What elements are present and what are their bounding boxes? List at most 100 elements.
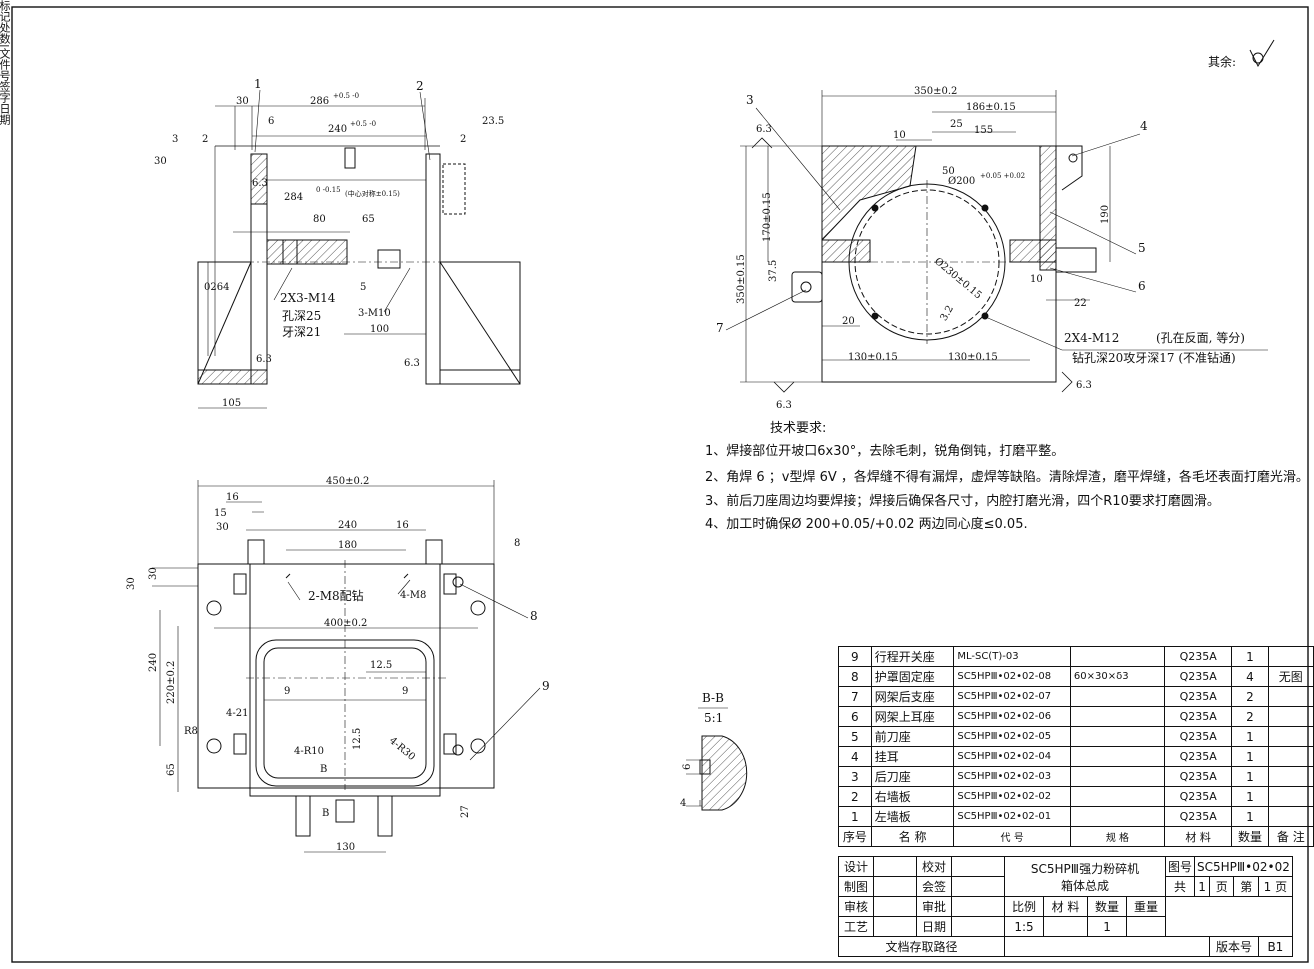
label-title_block-weight_label: 重量 — [1126, 896, 1166, 917]
side-view-dims — [740, 90, 1111, 383]
label-view2-dims-d200: Ø200 — [948, 176, 975, 187]
label-title_block-draw: 制图 — [838, 876, 874, 897]
label-view2-dims-d130b: 130±0.15 — [948, 352, 998, 363]
label-view2-callouts-holeNote2: 钻孔深20攻牙深17 (不准钻通) — [1072, 350, 1236, 365]
bom-cell-code: ML-SC(T)-03 — [953, 646, 1071, 667]
bom-cell-name: 行程开关座 — [870, 646, 955, 667]
bom-cell-code: SC5HPⅢ•02•02-04 — [953, 746, 1071, 767]
label-view3-dims-d8: 8 — [514, 538, 520, 549]
label-view2-dims-r63c: 6.3 — [1076, 380, 1092, 391]
label-view2-dims-d170: 170±0.15 — [762, 192, 773, 242]
label-view3-dims-d16b: 16 — [396, 520, 409, 531]
label-section_scale: 5:1 — [704, 711, 723, 725]
label-view1-dims-d284tol: 0 -0.15 — [316, 186, 341, 194]
label-view2-dims-d155: 155 — [974, 125, 993, 136]
label-view2-callouts-c3: 3 — [746, 93, 754, 107]
label-view3-dims-d450: 450±0.2 — [326, 476, 369, 487]
label-title_block-audit: 审核 — [838, 896, 874, 917]
roughness-note: 其余: — [1208, 54, 1236, 69]
label-view3-dims-d4_21: 4-21 — [226, 708, 248, 719]
bom-cell-note — [1267, 706, 1314, 727]
bom-cell-qty: 1 — [1231, 646, 1269, 667]
tech-note-1: 1、焊接部位开坡口6x30°，去除毛刺，锐角倒钝，打磨平整。 — [705, 444, 1065, 459]
label-title_block-sign: 会签 — [916, 876, 952, 897]
bom-cell-mat: Q235A — [1163, 786, 1233, 807]
bom-cell-no: 2 — [838, 786, 872, 807]
section-bb — [686, 735, 748, 811]
label-view2-dims-d350: 350±0.2 — [914, 86, 957, 97]
label-title_block-review: 审批 — [916, 896, 952, 917]
callout-1: 1 — [254, 77, 262, 91]
label-title_block-material_label: 材 料 — [1042, 896, 1089, 917]
bom-cell-note — [1267, 746, 1314, 767]
label-view3-dims-d180: 180 — [338, 540, 357, 551]
bom-cell-mat: Q235A — [1163, 726, 1233, 747]
label-title_block-nth: 第 — [1233, 876, 1259, 897]
label-view1-dims-r63b: 6.3 — [256, 354, 272, 365]
bom-cell-no: 3 — [838, 766, 872, 787]
label-view2-callouts-c6: 6 — [1138, 279, 1146, 293]
bom-cell-qty: 2 — [1231, 706, 1269, 727]
bom-cell-note — [1267, 786, 1314, 807]
label-view1-dims-d65: 65 — [362, 214, 375, 225]
label-title_block-scale_label: 比例 — [1004, 896, 1044, 917]
bom-cell-spec — [1069, 646, 1165, 667]
product-name: SC5HPⅢ强力粉碎机箱体总成 — [1004, 856, 1166, 897]
label-view3-dims-d9a: 9 — [284, 686, 290, 697]
bom-cell-spec — [1069, 706, 1165, 727]
bom-cell-name: 后刀座 — [870, 766, 955, 787]
label-view2-dims-d350v: 350±0.15 — [736, 254, 747, 304]
bom-cell-code: SC5HPⅢ•02•02-08 — [953, 666, 1071, 687]
label-view3-dims-d400: 400±0.2 — [324, 618, 367, 629]
label-view3-dims-d30v2: 30 — [148, 567, 159, 580]
label-view1-dims-d240tol: +0.5 -0 — [350, 120, 376, 128]
bom-cell-qty: 2 — [1231, 686, 1269, 707]
label-view1-dims-d23_5: 23.5 — [482, 116, 504, 127]
bom-cell-qty: 1 — [1231, 726, 1269, 747]
label-title_block-page_unit: 页 — [1209, 876, 1235, 897]
label-view2-dims-d37: 37.5 — [768, 260, 779, 282]
bom-cell-name: 护罩固定座 — [870, 666, 955, 687]
label-view2-dims-d10: 10 — [893, 130, 906, 141]
top-view-dims — [152, 480, 495, 853]
label-view3-callouts-m8b: 4-M8 — [400, 590, 426, 601]
label-title_block-qty: 1 — [1087, 916, 1128, 937]
bom-header-qty: 数量 — [1231, 826, 1269, 847]
label-view1-callouts-hole1c: 牙深21 — [282, 325, 321, 339]
label-view1-dims-d2a: 2 — [202, 134, 208, 145]
label-view3-dims-d240: 240 — [338, 520, 357, 531]
label-view3-dims-b1: B — [320, 764, 327, 775]
label-view3-dims-d15: 15 — [214, 508, 227, 519]
label-view1-dims-d6: 6 — [268, 116, 274, 127]
bom-cell-mat: Q235A — [1163, 746, 1233, 767]
label-view3-dims-d9b: 9 — [402, 686, 408, 697]
label-view2-callouts-hole: 2X4-M12 — [1064, 331, 1119, 345]
bom-cell-mat: Q235A — [1163, 806, 1233, 827]
bom-cell-no: 9 — [838, 646, 872, 667]
label-view1-dims-d240: 240 — [328, 124, 347, 135]
label-section-d4: 4 — [680, 798, 686, 809]
label-title_block-drawing_no_label: 图号 — [1164, 856, 1196, 877]
bom-cell-code: SC5HPⅢ•02•02-03 — [953, 766, 1071, 787]
label-title_block-assembly: 箱体总成 — [1060, 878, 1109, 893]
label-view3-dims-d240v: 240 — [148, 653, 159, 672]
tech-note-4: 4、加工时确保Ø 200+0.05/+0.02 两边同心度≤0.05. — [705, 517, 1028, 532]
label-view3-dims-d30: 30 — [216, 522, 229, 533]
label-view1-callouts-hole2: 3-M10 — [358, 308, 391, 319]
label-view2-dims-d10b: 10 — [1030, 274, 1043, 285]
label-title_block-pages1: 1 — [1194, 876, 1211, 897]
tech-note-2: 2、角焊 6 ；v型焊 6V ，各焊缝不得有漏焊，虚焊等缺陷。清除焊渣，磨平焊缝… — [705, 470, 1309, 485]
bom-header-mat: 材 料 — [1163, 826, 1233, 847]
bom-cell-code: SC5HPⅢ•02•02-05 — [953, 726, 1071, 747]
label-title_block-path_label: 文档存取路径 — [838, 936, 1005, 957]
bom-header-note: 备 注 — [1267, 826, 1314, 847]
label-view3-dims-d27: 27 — [460, 805, 471, 818]
label-view2-dims-d25: 25 — [950, 119, 963, 130]
